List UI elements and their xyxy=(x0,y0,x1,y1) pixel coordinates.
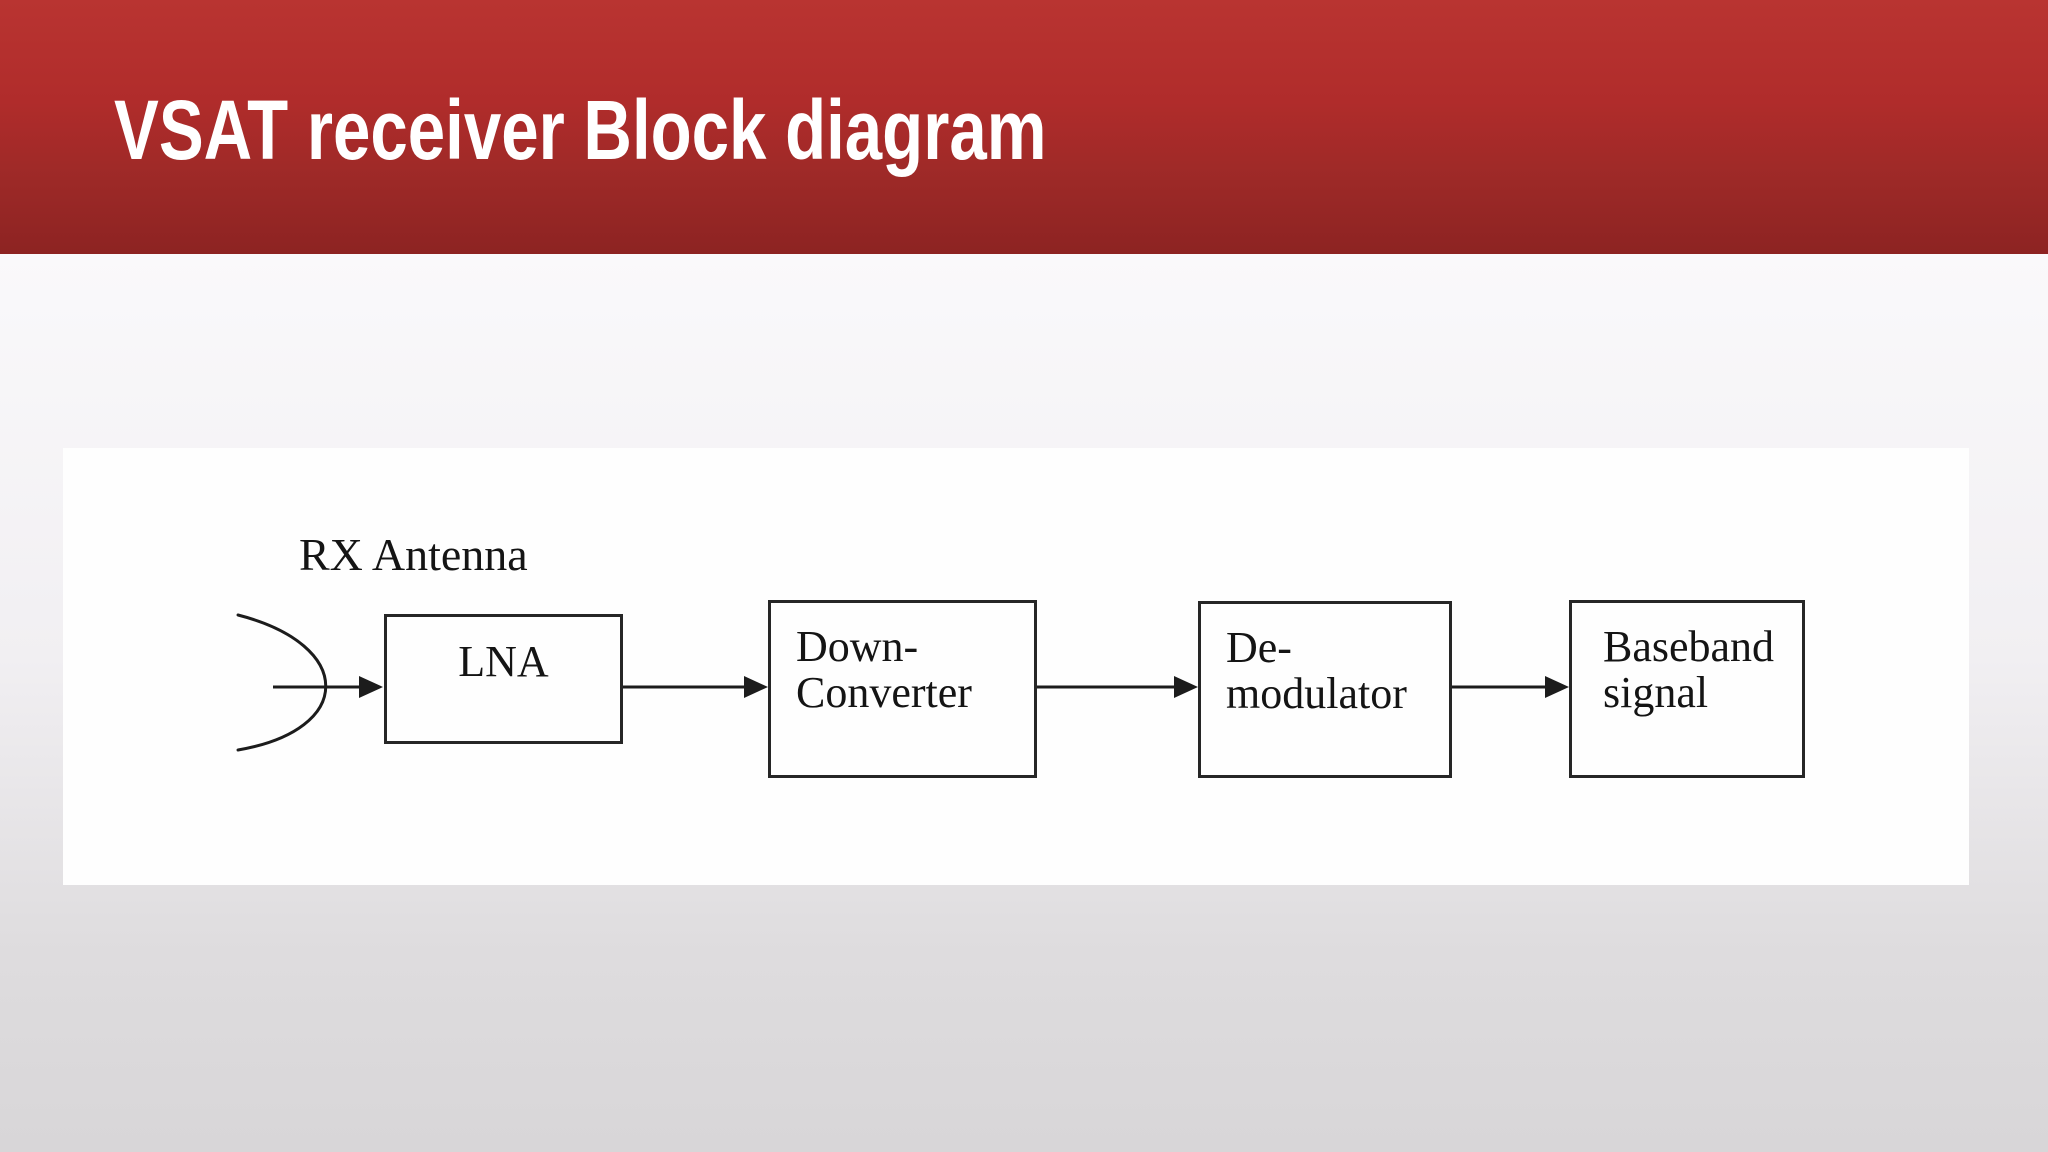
block-down-converter-label-line2: Converter xyxy=(796,668,972,717)
block-baseband-signal-label-line1: Baseband xyxy=(1603,622,1775,671)
block-baseband-signal-label-line2: signal xyxy=(1603,668,1709,717)
rx-antenna-label: RX Antenna xyxy=(299,529,528,580)
block-down-converter-label-line1: Down- xyxy=(796,622,919,671)
block-down-converter: Down- Converter xyxy=(768,600,1037,778)
block-lna: LNA xyxy=(384,614,623,744)
title-banner: VSAT receiver Block diagram xyxy=(0,0,2048,254)
parabolic-antenna-icon xyxy=(236,613,328,752)
arrowhead-demodulator-to-baseband xyxy=(1545,676,1569,698)
block-demodulator-label-line2: modulator xyxy=(1226,669,1407,718)
arrowhead-antenna-to-lna xyxy=(359,676,383,698)
block-baseband-signal: Baseband signal xyxy=(1569,600,1805,778)
block-demodulator: De- modulator xyxy=(1198,601,1452,778)
arrowhead-downconverter-to-demodulator xyxy=(1174,676,1198,698)
slide-title: VSAT receiver Block diagram xyxy=(114,83,1047,177)
block-lna-label: LNA xyxy=(458,637,549,686)
block-demodulator-label-line1: De- xyxy=(1226,623,1292,672)
diagram-panel: RX Antenna LNA Down- Converter De- modul… xyxy=(63,448,1969,885)
arrowhead-lna-to-downconverter xyxy=(744,676,768,698)
diagram-wires xyxy=(236,613,1569,752)
